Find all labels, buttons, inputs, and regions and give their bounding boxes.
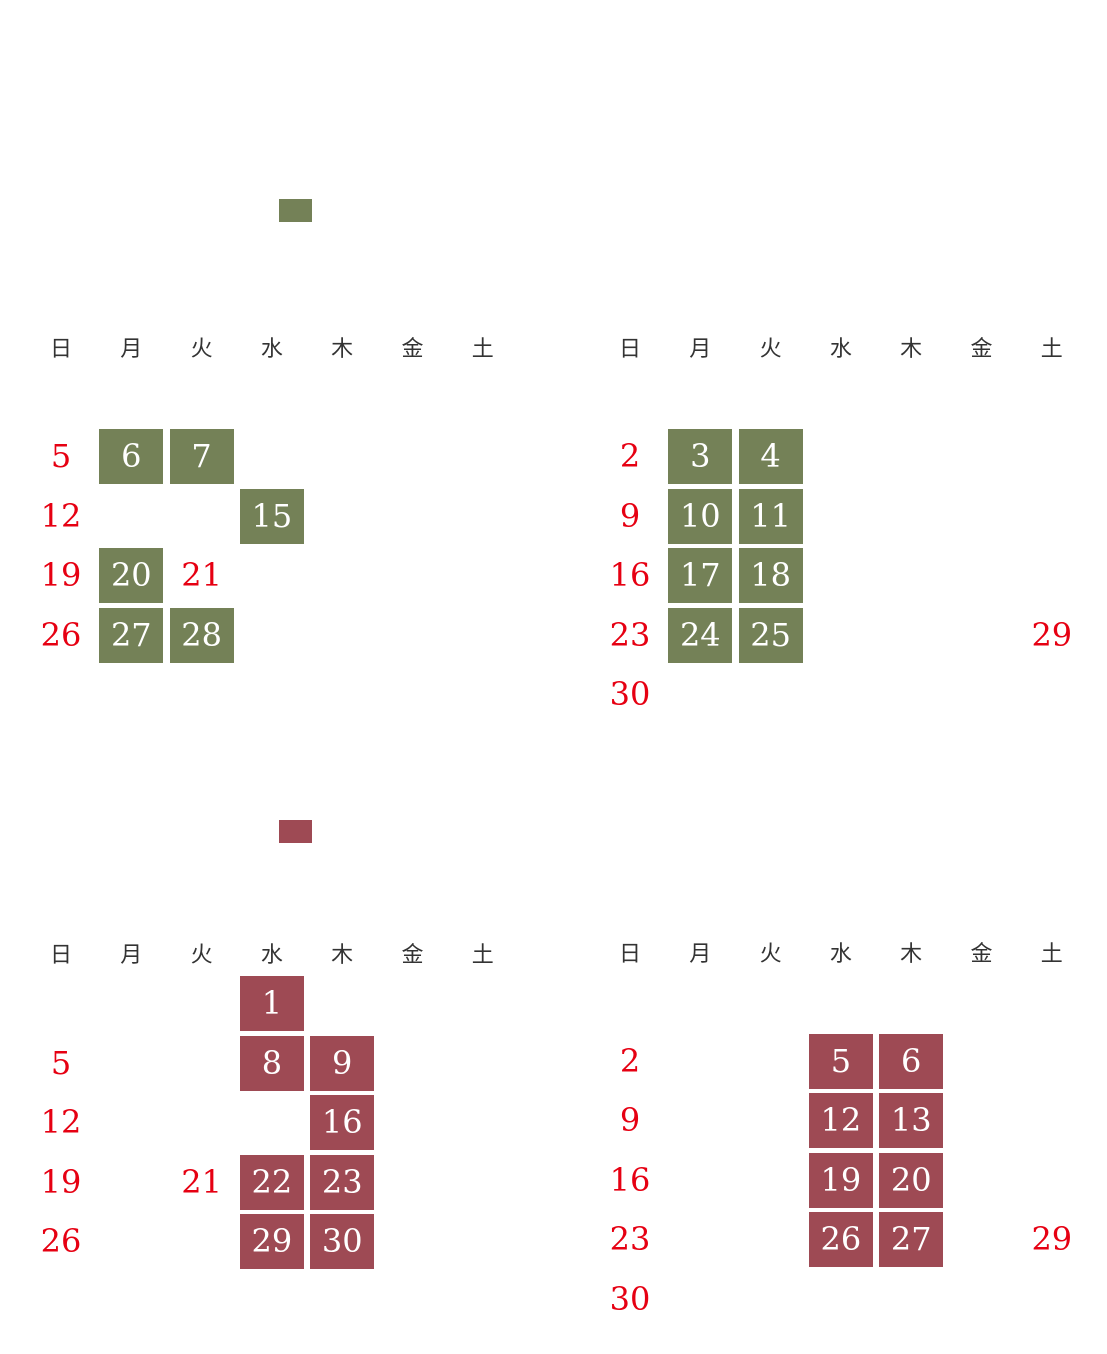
highlighted-day: 6 — [879, 1034, 944, 1089]
holiday-day: 29 — [1031, 616, 1073, 654]
weekday-header: 木 — [900, 337, 923, 362]
highlighted-day: 1 — [239, 976, 304, 1031]
holiday-day: 2 — [619, 437, 641, 475]
holiday-day: 23 — [609, 1220, 651, 1258]
weekday-header: 日 — [49, 337, 72, 362]
weekday-header: 火 — [759, 942, 782, 967]
holiday-day: 5 — [50, 437, 72, 475]
highlighted-day: 8 — [239, 1036, 304, 1091]
weekday-header: 金 — [401, 943, 424, 968]
holiday-day: 19 — [40, 1163, 82, 1201]
highlighted-day: 20 — [879, 1153, 944, 1208]
weekday-header: 水 — [829, 942, 852, 967]
weekday-header: 水 — [260, 337, 283, 362]
weekday-header: 月 — [120, 943, 143, 968]
weekday-header: 木 — [900, 942, 923, 967]
holiday-day: 30 — [609, 1280, 651, 1318]
highlighted-day: 11 — [738, 489, 803, 544]
highlighted-day: 7 — [169, 429, 234, 484]
weekday-header: 金 — [401, 337, 424, 362]
weekday-header: 土 — [1040, 942, 1063, 967]
weekday-header: 月 — [120, 337, 143, 362]
weekday-header: 木 — [331, 337, 354, 362]
highlighted-day: 28 — [169, 608, 234, 663]
highlighted-day: 5 — [808, 1034, 873, 1089]
holiday-day: 9 — [619, 1101, 641, 1139]
highlighted-day: 30 — [310, 1214, 375, 1269]
weekday-header: 金 — [970, 337, 993, 362]
weekday-header: 月 — [689, 337, 712, 362]
highlighted-day: 26 — [808, 1212, 873, 1267]
holiday-day: 16 — [609, 556, 651, 594]
holiday-day: 21 — [181, 1163, 222, 1201]
weekday-header: 火 — [190, 943, 213, 968]
legend-swatch-group-a — [279, 199, 312, 222]
highlighted-day: 9 — [310, 1036, 375, 1091]
weekday-header: 金 — [970, 942, 993, 967]
highlighted-day: 18 — [738, 548, 803, 603]
weekday-header: 火 — [759, 337, 782, 362]
weekday-header: 土 — [471, 337, 494, 362]
highlighted-day: 25 — [738, 608, 803, 663]
weekday-header: 水 — [260, 943, 283, 968]
highlighted-day: 29 — [239, 1214, 304, 1269]
holiday-day: 26 — [40, 616, 82, 654]
holiday-day: 29 — [1031, 1220, 1073, 1258]
holiday-day: 23 — [609, 616, 651, 654]
weekday-header: 日 — [618, 942, 641, 967]
highlighted-day: 4 — [738, 429, 803, 484]
holiday-day: 2 — [619, 1042, 641, 1080]
holiday-day: 12 — [40, 1103, 82, 1141]
highlighted-day: 6 — [99, 429, 164, 484]
holiday-day: 12 — [40, 497, 82, 535]
highlighted-day: 27 — [99, 608, 164, 663]
highlighted-day: 19 — [808, 1153, 873, 1208]
holiday-day: 26 — [40, 1222, 82, 1260]
holiday-day: 9 — [619, 497, 641, 535]
weekday-header: 日 — [49, 943, 72, 968]
weekday-header: 月 — [689, 942, 712, 967]
holiday-day: 19 — [40, 556, 82, 594]
highlighted-day: 13 — [879, 1093, 944, 1148]
highlighted-day: 23 — [310, 1155, 375, 1210]
highlighted-day: 12 — [808, 1093, 873, 1148]
highlighted-day: 22 — [239, 1155, 304, 1210]
weekday-header: 木 — [331, 943, 354, 968]
highlighted-day: 17 — [668, 548, 733, 603]
highlighted-day: 20 — [99, 548, 164, 603]
highlighted-day: 15 — [239, 489, 304, 544]
highlighted-day: 24 — [668, 608, 733, 663]
legend-swatch-group-b — [279, 820, 312, 843]
holiday-day: 21 — [181, 556, 222, 594]
highlighted-day: 27 — [879, 1212, 944, 1267]
weekday-header: 日 — [618, 337, 641, 362]
weekday-header: 土 — [1040, 337, 1063, 362]
weekday-header: 土 — [471, 943, 494, 968]
weekday-header: 火 — [190, 337, 213, 362]
holiday-day: 5 — [50, 1044, 72, 1082]
highlighted-day: 16 — [310, 1095, 375, 1150]
highlighted-day: 10 — [668, 489, 733, 544]
weekday-header: 水 — [829, 337, 852, 362]
holiday-day: 16 — [609, 1161, 651, 1199]
highlighted-day: 3 — [668, 429, 733, 484]
holiday-day: 30 — [609, 675, 651, 713]
